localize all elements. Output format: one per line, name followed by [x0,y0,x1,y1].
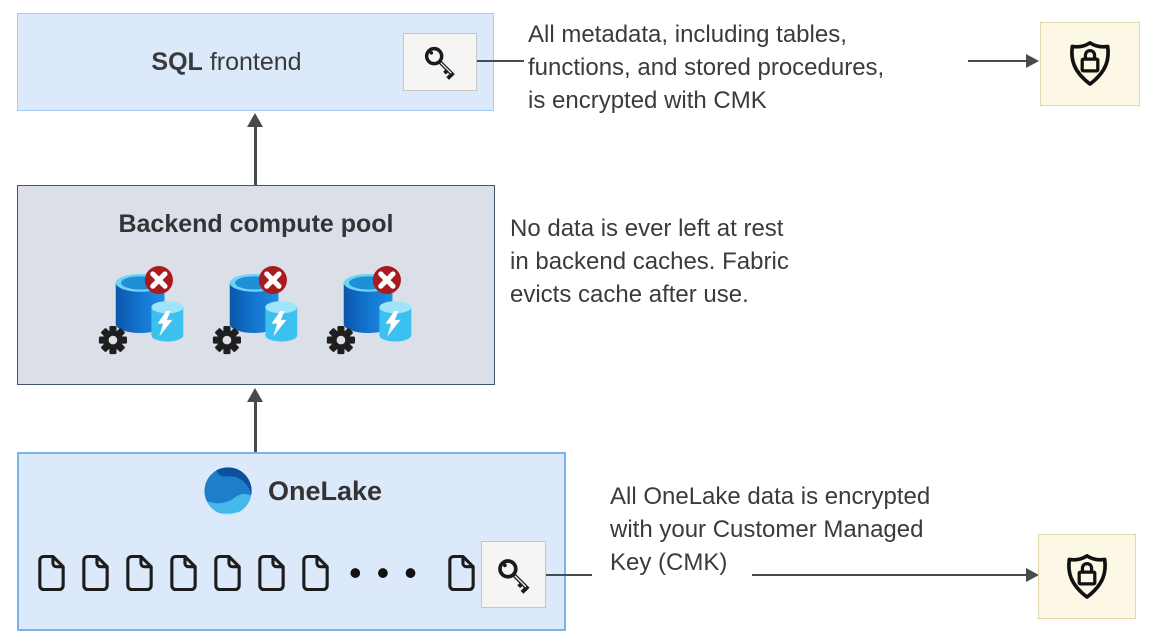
sql-key-box [403,33,477,91]
connector-onelake-to-note [546,574,592,576]
cache-icon-row [18,264,494,358]
onelake-title: OneLake [267,475,383,506]
cmk-shield-box-top [1040,22,1140,106]
backend-compute-pool-box: Backend compute pool [17,185,495,385]
onelake-logo [201,464,255,518]
onelake-note-line2: with your Customer Managed [610,516,924,543]
onelake-header: OneLake [19,464,564,518]
connector-note-to-shield-top [968,60,1026,62]
arrowhead-to-shield-top [1026,54,1039,68]
cache-database-crossed-icon [325,264,415,358]
metadata-note-line3: is encrypted with CMK [528,87,767,114]
cache-database-crossed-icon [211,264,301,358]
backend-pool-title: Backend compute pool [118,210,394,238]
document-icon [79,552,112,594]
sql-frontend-title-bold: SQL [151,47,203,76]
connector-sql-to-note [477,60,524,62]
onelake-note-line3: Key (CMK) [610,549,728,576]
shield-lock-icon [1061,551,1113,603]
onelake-box: OneLake ••• [17,452,566,631]
document-icon [35,552,68,594]
arrowhead-backend-to-sql [247,113,263,127]
cmk-shield-box-bottom [1038,534,1136,619]
ellipsis-dots: ••• [349,552,432,593]
arrow-line-onelake-to-backend [254,401,257,452]
cache-note-line1: No data is ever left at rest [510,215,784,242]
document-icon [255,552,288,594]
key-icon [493,554,535,596]
metadata-note-line1: All metadata, including tables, [528,21,847,48]
connector-note-to-shield-bottom [752,574,1026,576]
arrowhead-to-shield-bottom [1026,568,1039,582]
cache-note-line2: in backend caches. Fabric [510,248,789,275]
cache-note: No data is ever left at rest in backend … [510,212,789,311]
metadata-note-line2: functions, and stored procedures, [528,54,885,81]
document-icon [167,552,200,594]
arrowhead-onelake-to-backend [247,388,263,402]
onelake-note-line1: All OneLake data is encrypted [610,483,931,510]
sql-frontend-title-rest: frontend [209,47,302,76]
documents-row: ••• [35,540,478,606]
onelake-key-box [481,541,546,608]
shield-lock-icon [1064,38,1116,90]
metadata-note: All metadata, including tables, function… [528,18,884,117]
document-icon [445,552,478,594]
cache-note-line3: evicts cache after use. [510,281,749,308]
document-icon [123,552,156,594]
document-icon [211,552,244,594]
cache-database-crossed-icon [97,264,187,358]
key-icon [420,42,460,82]
onelake-note: All OneLake data is encrypted with your … [610,480,930,579]
document-icon [299,552,332,594]
arrow-line-backend-to-sql [254,126,257,185]
